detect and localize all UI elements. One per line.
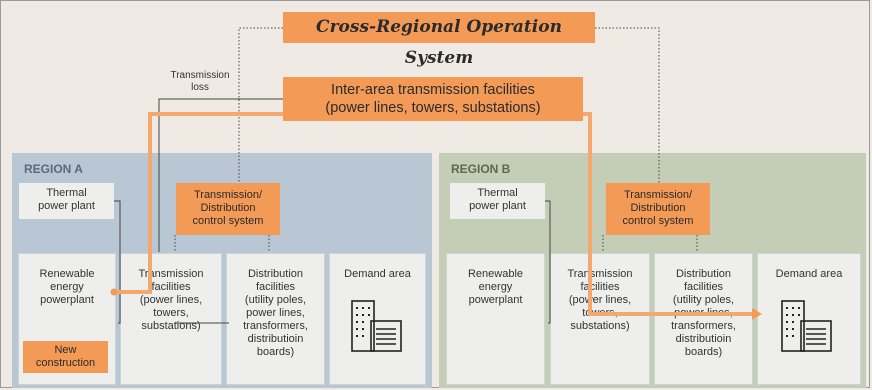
control-link-line-b <box>595 27 660 184</box>
renewable-label-line: energy <box>478 281 513 293</box>
region-b-renewable-column: Renewable energy powerplant <box>446 253 545 385</box>
renewable-label-line: powerplant <box>40 294 94 306</box>
distribution-label-line: (utility poles, <box>672 294 735 306</box>
distribution-label-line: distributioin <box>247 333 304 345</box>
transmission-label-line: facilities <box>151 281 191 293</box>
distribution-label-line: boards) <box>684 346 723 358</box>
demand-area-label: Demand area <box>344 268 411 280</box>
transmission-label-line: towers, <box>153 307 189 319</box>
distribution-label-line: facilities <box>683 281 724 293</box>
power-flow-start-dot <box>110 288 118 296</box>
building-icon <box>351 300 402 352</box>
region-a-title: REGION A <box>24 162 83 176</box>
new-construction-line2: construction <box>35 357 96 369</box>
renewable-label-line: Renewable <box>467 268 524 280</box>
thermal-label-line: power plant <box>38 200 95 212</box>
control-label-line: Distribution <box>200 202 256 214</box>
control-label-line: control system <box>622 215 694 227</box>
distribution-label-line: power lines, <box>246 307 305 319</box>
distribution-label-line: transformers, <box>671 320 736 332</box>
new-construction-line1: New <box>54 344 77 356</box>
control-label-line: Transmission/ <box>623 189 693 201</box>
inter-area-transmission-box: Inter-area transmission facilities (powe… <box>283 77 583 121</box>
transmission-loss-line <box>158 98 283 252</box>
inter-area-line1: Inter-area transmission facilities <box>331 82 535 98</box>
region-a-transmission-column: Transmission facilities (power lines, to… <box>120 253 222 385</box>
control-label-line: Distribution <box>630 202 686 214</box>
region-b-demand-column: Demand area <box>757 253 861 385</box>
demand-area-label: Demand area <box>775 268 843 280</box>
inter-area-line2: (power lines, towers, substations) <box>325 100 541 116</box>
region-b-control-system: Transmission/ Distribution control syste… <box>606 183 710 235</box>
building-icon <box>781 300 832 352</box>
distribution-label-line: distributioin <box>675 333 732 345</box>
transmission-label-line: Transmission <box>138 268 204 280</box>
region-b-thermal-power-plant: Thermal power plant <box>450 183 545 219</box>
transmission-loss-line1: Transmission <box>170 70 230 81</box>
transmission-label-line: (power lines, <box>139 294 203 306</box>
new-construction-badge: New construction <box>23 341 108 373</box>
renewable-label-line: energy <box>50 281 84 293</box>
distribution-label-line: (utility poles, <box>244 294 307 306</box>
transmission-label-line: Transmission <box>567 268 633 280</box>
thermal-label-line: Thermal <box>477 187 518 199</box>
renewable-label-line: Renewable <box>39 268 95 280</box>
thermal-connector-b <box>545 200 551 324</box>
thermal-label-line: power plant <box>469 200 526 212</box>
transmission-label-line: substations) <box>570 320 630 332</box>
region-a-thermal-power-plant: Thermal power plant <box>19 183 114 219</box>
distribution-label-line: Distribution <box>675 268 732 280</box>
distribution-label-line: facilities <box>255 281 296 293</box>
thermal-label-line: Thermal <box>46 187 87 199</box>
distribution-label-line: Distribution <box>247 268 304 280</box>
control-label-line: Transmission/ <box>193 189 263 201</box>
distribution-label-line: transformers, <box>243 320 308 332</box>
cross-regional-operation-system-title: Cross-Regional Operation System <box>283 12 595 68</box>
renewable-label-line: powerplant <box>468 294 523 306</box>
thermal-connector-a <box>114 200 121 324</box>
transmission-label-line: (power lines, <box>568 294 632 306</box>
control-link-line-a <box>238 27 283 184</box>
region-b-title: REGION B <box>451 162 511 176</box>
power-flow-arrowhead <box>752 308 762 320</box>
control-label-line: control system <box>192 215 264 227</box>
transmission-loss-label: Transmission loss <box>158 70 242 94</box>
region-a-distribution-column: Distribution facilities (utility poles, … <box>226 253 325 385</box>
distribution-label-line: boards) <box>256 346 295 358</box>
region-a-control-system: Transmission/ Distribution control syste… <box>176 183 280 235</box>
transmission-loss-line2: loss <box>191 82 209 93</box>
region-a-demand-column: Demand area <box>329 253 426 385</box>
